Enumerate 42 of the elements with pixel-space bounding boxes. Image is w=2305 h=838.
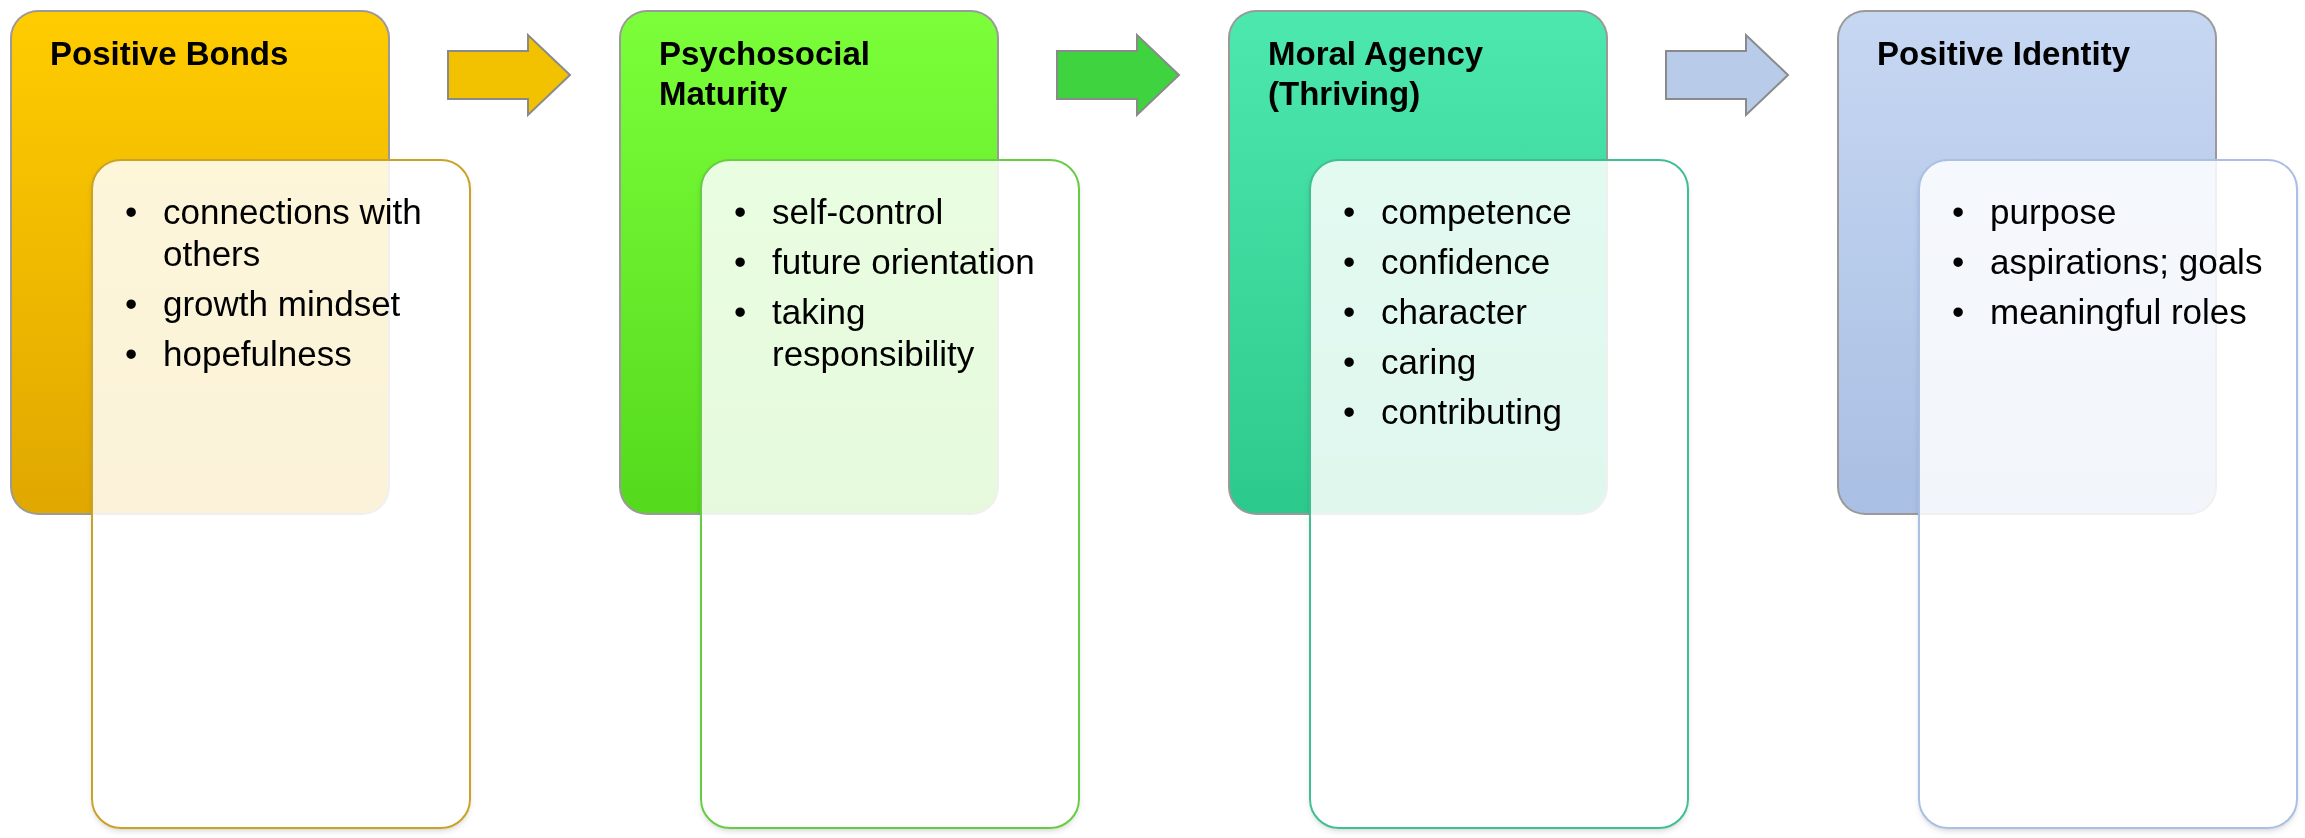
bullet-marker: • (125, 283, 138, 325)
heading-text: Psychosocial Maturity (659, 34, 871, 114)
bullet-marker: • (734, 191, 747, 233)
bullet-item: character (1381, 291, 1528, 333)
bullet-marker: • (125, 333, 138, 375)
block-arrow (1056, 32, 1181, 118)
bullet-item: competence (1381, 191, 1573, 233)
bullet-item: contributing (1381, 391, 1563, 433)
bullet-item: caring (1381, 341, 1478, 383)
bullet-list-card (91, 159, 471, 829)
bullet-marker: • (1952, 191, 1965, 233)
bullet-marker: • (1343, 241, 1356, 283)
heading-text: Positive Identity (1877, 34, 2132, 74)
bullet-list-card (1309, 159, 1689, 829)
bullet-marker: • (1952, 291, 1965, 333)
bullet-list-card (700, 159, 1080, 829)
bullet-marker: • (125, 191, 138, 233)
block-arrow (447, 32, 572, 118)
bullet-list-card (1918, 159, 2298, 829)
bullet-item: hopefulness (163, 333, 353, 375)
heading-text: Positive Bonds (50, 34, 290, 74)
bullet-marker: • (1343, 291, 1356, 333)
heading-box (1228, 10, 1608, 159)
bullet-item: self-control (772, 191, 945, 233)
bullet-marker: • (734, 291, 747, 333)
bullet-item: purpose (1990, 191, 2118, 233)
heading-box (10, 10, 390, 159)
bullet-marker: • (1343, 391, 1356, 433)
bullet-marker: • (1343, 191, 1356, 233)
bullet-marker: • (1343, 341, 1356, 383)
bullet-item: growth mindset (163, 283, 402, 325)
heading-box (619, 10, 999, 159)
bullet-item: meaningful roles (1990, 291, 2248, 333)
block-arrow (1665, 32, 1790, 118)
heading-box (1837, 10, 2217, 159)
bullet-item: taking responsibility (772, 291, 976, 375)
bullet-marker: • (734, 241, 747, 283)
bullet-item: confidence (1381, 241, 1552, 283)
bullet-item: aspirations; goals (1990, 241, 2264, 283)
bullet-marker: • (1952, 241, 1965, 283)
heading-text: Moral Agency (Thriving) (1268, 34, 1485, 114)
bullet-item: future orientation (772, 241, 1036, 283)
